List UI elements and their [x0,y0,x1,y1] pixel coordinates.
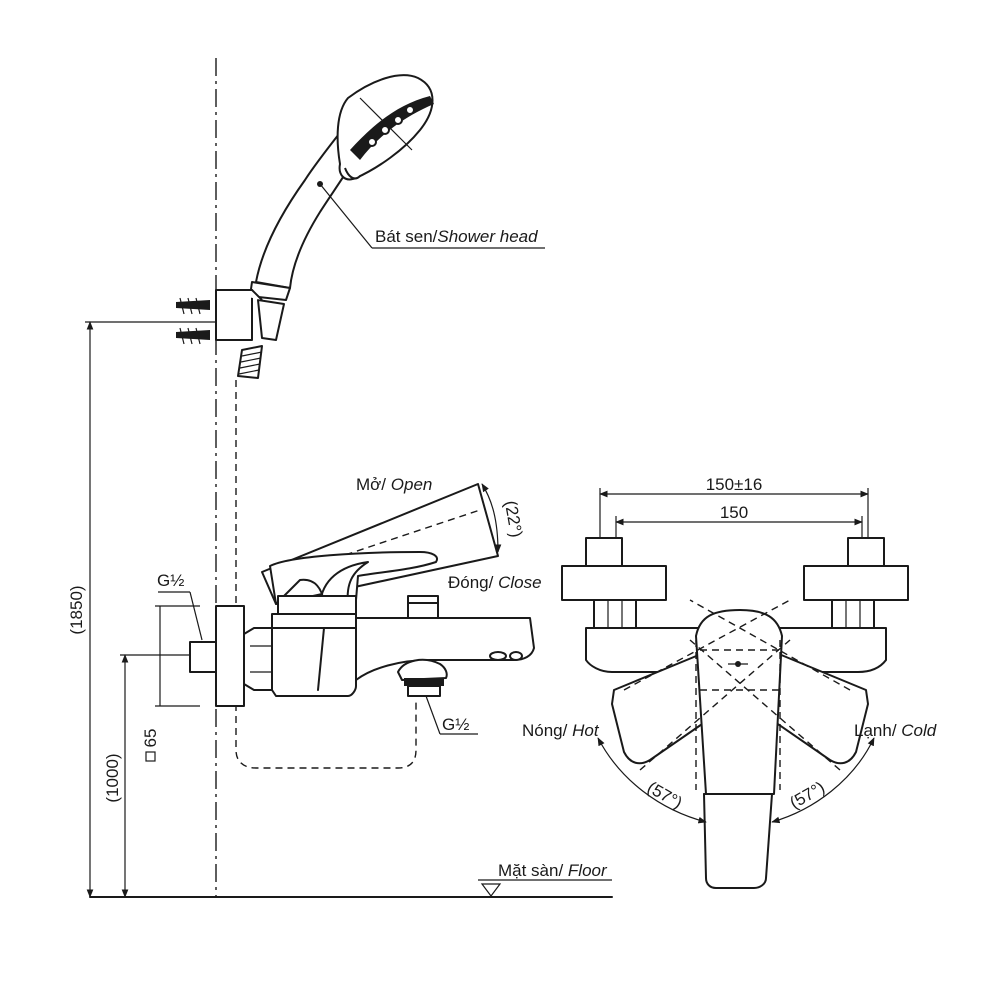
dimension-65-label: 65 [141,729,160,748]
hot-angle-label: (57°) [644,778,686,813]
dimension-65: 65 [141,605,200,762]
cold-label: Lạnh/ Cold [854,721,937,740]
hose-dashed [235,380,417,769]
inlet-thread-label: G½ [157,571,184,590]
dimension-1850: (1850) [67,321,216,898]
outlet-thread-leader [425,695,441,735]
outlet-thread-label: G½ [442,715,469,734]
open-angle-arc [481,483,502,553]
floor-label: Mặt sàn/ Floor [498,861,608,880]
square-symbol-icon [145,751,156,762]
inlet-thread-leader-diag [189,591,203,641]
wall-anchors [176,297,210,345]
width-nominal-label: 150 [720,503,748,522]
open-angle-label: (22°) [501,499,526,539]
shower-head-label: Bát sen/Shower head [375,227,538,246]
hot-label: Nóng/ Hot [522,721,600,740]
dimension-1000: (1000) [103,654,190,898]
hose-spring [237,345,263,379]
dimension-1850-label: (1850) [67,585,86,634]
dimension-1000-label: (1000) [103,753,122,802]
shower-head-leader [317,181,545,249]
floor-marker [478,879,612,897]
mixer-side-view [189,483,535,707]
shower-head [249,74,434,341]
close-label: Đóng/ Close [448,573,542,592]
mixer-front-view [561,488,909,889]
width-adjust-label: 150±16 [706,475,763,494]
open-label: Mở/ Open [356,475,432,494]
shower-bracket [215,289,263,341]
